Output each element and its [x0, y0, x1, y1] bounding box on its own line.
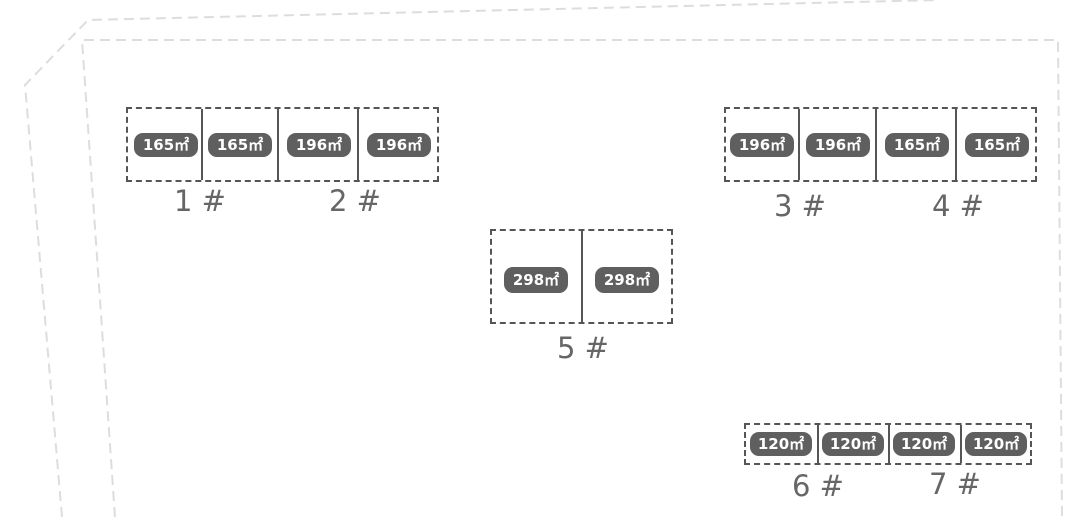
- building-divider: [875, 109, 877, 180]
- building-group-5: 298㎡ 298㎡: [490, 229, 673, 324]
- unit-area-badge: 196㎡: [287, 133, 351, 157]
- building-label-1: 1 #: [174, 184, 226, 218]
- unit-area-badge: 165㎡: [885, 133, 949, 157]
- building-divider: [888, 425, 890, 463]
- unit-area-badge: 298㎡: [595, 267, 659, 293]
- building-label-7: 7 #: [929, 467, 981, 501]
- unit-area-badge: 298㎡: [504, 267, 568, 293]
- unit-area-badge: 120㎡: [750, 432, 812, 456]
- building-label-6: 6 #: [792, 469, 844, 503]
- unit-area-badge: 120㎡: [965, 432, 1027, 456]
- unit-area-badge: 120㎡: [893, 432, 955, 456]
- unit-area-badge: 120㎡: [822, 432, 884, 456]
- building-label-4: 4 #: [932, 189, 984, 223]
- unit-area-badge: 196㎡: [730, 133, 794, 157]
- unit-divider: [960, 425, 962, 463]
- building-group-6-7: 120㎡ 120㎡ 120㎡ 120㎡: [744, 423, 1032, 465]
- unit-divider: [955, 109, 957, 180]
- unit-area-badge: 196㎡: [806, 133, 870, 157]
- unit-area-badge: 165㎡: [208, 133, 272, 157]
- unit-divider: [798, 109, 800, 180]
- building-group-3-4: 196㎡ 196㎡ 165㎡ 165㎡: [724, 107, 1037, 182]
- unit-area-badge: 165㎡: [965, 133, 1029, 157]
- unit-area-badge: 165㎡: [134, 133, 198, 157]
- unit-divider: [581, 231, 583, 322]
- building-group-1-2: 165㎡ 165㎡ 196㎡ 196㎡: [126, 107, 439, 182]
- building-label-5: 5 #: [557, 331, 609, 365]
- unit-area-badge: 196㎡: [367, 133, 431, 157]
- unit-divider: [201, 109, 203, 180]
- building-divider: [277, 109, 279, 180]
- unit-divider: [357, 109, 359, 180]
- building-label-3: 3 #: [774, 189, 826, 223]
- unit-divider: [817, 425, 819, 463]
- building-label-2: 2 #: [329, 184, 381, 218]
- outer-boundary-line: [23, 0, 941, 517]
- inner-boundary-line: [80, 39, 1063, 517]
